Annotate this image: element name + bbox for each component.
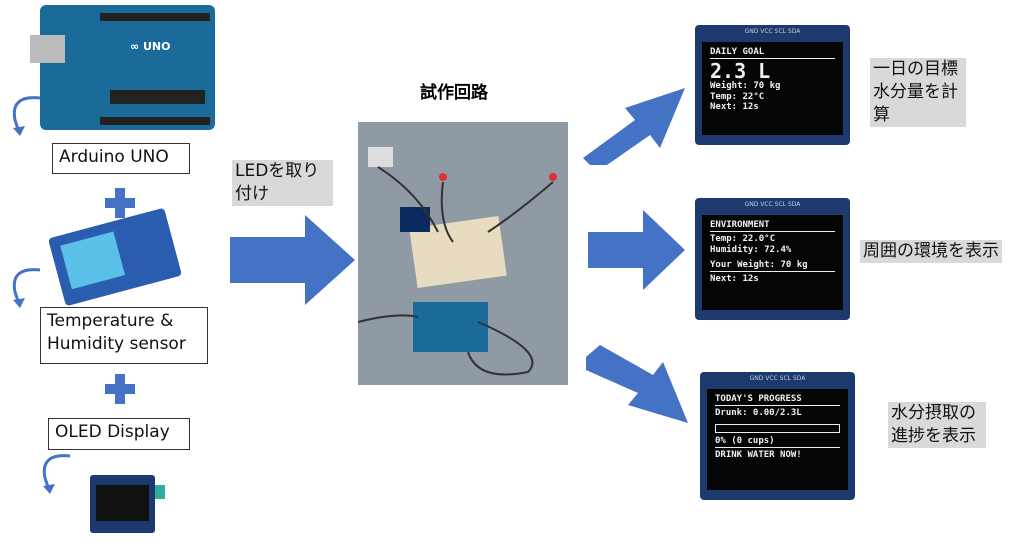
screen-title: DAILY GOAL bbox=[710, 47, 765, 57]
curved-arrow-icon bbox=[42, 454, 71, 494]
oled-screen-progress: GND VCC SCL SDA TODAY'S PROGRESS Drunk: … bbox=[700, 372, 855, 500]
dht-sensor-image bbox=[47, 207, 183, 307]
oled-module-image bbox=[90, 475, 155, 533]
alert-line: DRINK WATER NOW! bbox=[715, 450, 802, 461]
next-line: Next: 12s bbox=[710, 102, 759, 113]
caption-daily-goal: 一日の目標水分量を計算 bbox=[870, 58, 966, 127]
curved-arrow-icon bbox=[12, 96, 41, 136]
display-label: OLED Display bbox=[48, 418, 190, 450]
percent-line: 0% (0 cups) bbox=[715, 435, 775, 446]
arduino-label: Arduino UNO bbox=[52, 143, 190, 174]
weight-line: Weight: 70 kg bbox=[710, 81, 781, 92]
led-step-label: LEDを取り付け bbox=[232, 160, 333, 206]
humidity-line: Humidity: 72.4% bbox=[710, 244, 792, 255]
weight-line: Your Weight: 70 kg bbox=[710, 260, 808, 271]
oled-screen-environment: GND VCC SCL SDA ENVIRONMENT Temp: 22.0°C… bbox=[695, 198, 850, 320]
progress-bar bbox=[715, 423, 840, 433]
goal-value: 2.3 L bbox=[710, 59, 771, 84]
screen-title: ENVIRONMENT bbox=[710, 220, 770, 230]
temp-line: Temp: 22°C bbox=[710, 91, 765, 102]
plus-icon bbox=[105, 374, 135, 404]
oled-screen-daily-goal: GND VCC SCL SDA DAILY GOAL 2.3 L Weight:… bbox=[695, 25, 850, 145]
prototype-circuit-photo bbox=[358, 122, 568, 385]
arduino-board-image: ∞ UNO bbox=[30, 5, 215, 130]
plus-icon bbox=[105, 188, 135, 218]
screen-title: TODAY'S PROGRESS bbox=[715, 394, 802, 404]
right-arrow-icon bbox=[588, 210, 685, 290]
curved-arrow-icon bbox=[12, 268, 41, 308]
prototype-title: 試作回路 bbox=[420, 83, 488, 103]
next-line: Next: 12s bbox=[710, 274, 759, 285]
caption-progress: 水分摂取の進捗を表示 bbox=[888, 402, 986, 448]
right-arrow-icon bbox=[230, 215, 355, 305]
temp-line: Temp: 22.0°C bbox=[710, 234, 776, 245]
down-right-arrow-icon bbox=[586, 345, 688, 423]
drunk-line: Drunk: 0.00/2.3L bbox=[715, 408, 802, 419]
caption-environment: 周囲の環境を表示 bbox=[860, 240, 1002, 263]
sensor-label: Temperature & Humidity sensor bbox=[40, 307, 208, 364]
up-right-arrow-icon bbox=[583, 88, 685, 165]
